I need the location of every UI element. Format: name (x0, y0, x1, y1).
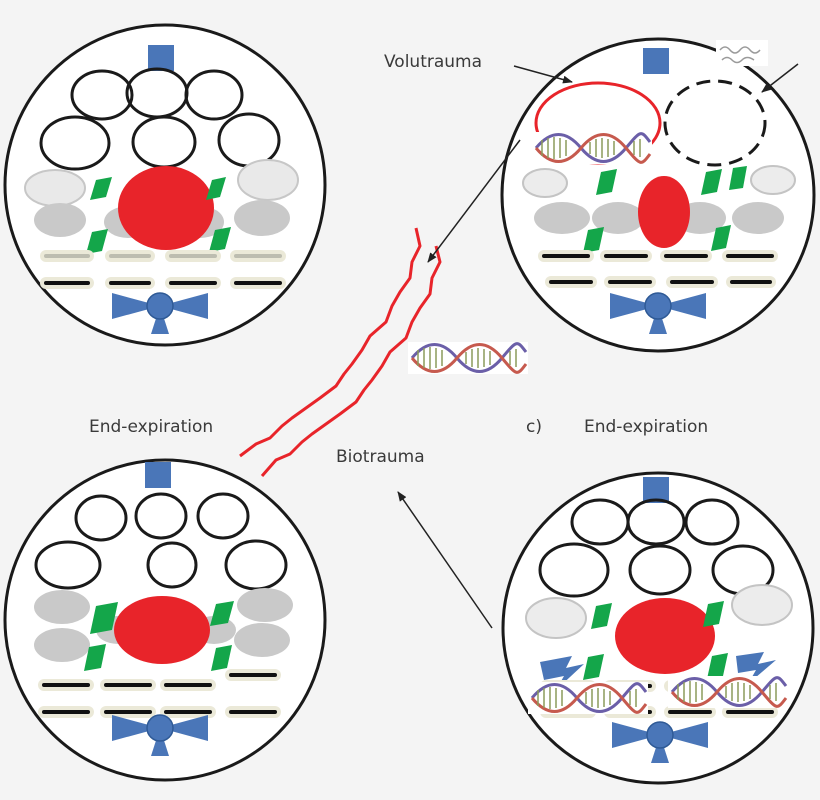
red-blood-cell (615, 598, 715, 674)
ruptured-alveolus (663, 79, 767, 167)
biotrauma-wave-lines (239, 227, 442, 477)
blue-square-marker (145, 462, 171, 488)
panel-bottom-right (501, 471, 815, 785)
blue-square-marker (148, 45, 174, 71)
red-blood-cell (114, 596, 210, 664)
dna-icon (666, 674, 790, 710)
scribble-image (716, 40, 768, 66)
red-blood-cell (118, 166, 214, 250)
arrows (397, 63, 799, 629)
blue-square-marker (643, 48, 669, 74)
panel-top-right (500, 37, 816, 353)
panel-bottom-left (3, 458, 327, 782)
dna-icon (530, 130, 654, 166)
dna-icon (526, 680, 650, 716)
biotrauma-label: Biotrauma (336, 447, 425, 467)
end-expiration-label-left: End-expiration (89, 417, 213, 437)
panel-c-letter: c) (526, 417, 542, 437)
release-arrow (427, 139, 521, 263)
volutrauma-label: Volutrauma (384, 52, 482, 72)
lightning-icon (540, 652, 776, 690)
rupture-arrow (761, 63, 799, 93)
end-expiration-label-right: End-expiration (584, 417, 708, 437)
red-blood-cell (638, 176, 690, 248)
panel-top-left (3, 23, 327, 347)
dna-icon (406, 340, 530, 376)
volutrauma-arrow (513, 65, 573, 84)
biotrauma-arrow (397, 491, 493, 629)
